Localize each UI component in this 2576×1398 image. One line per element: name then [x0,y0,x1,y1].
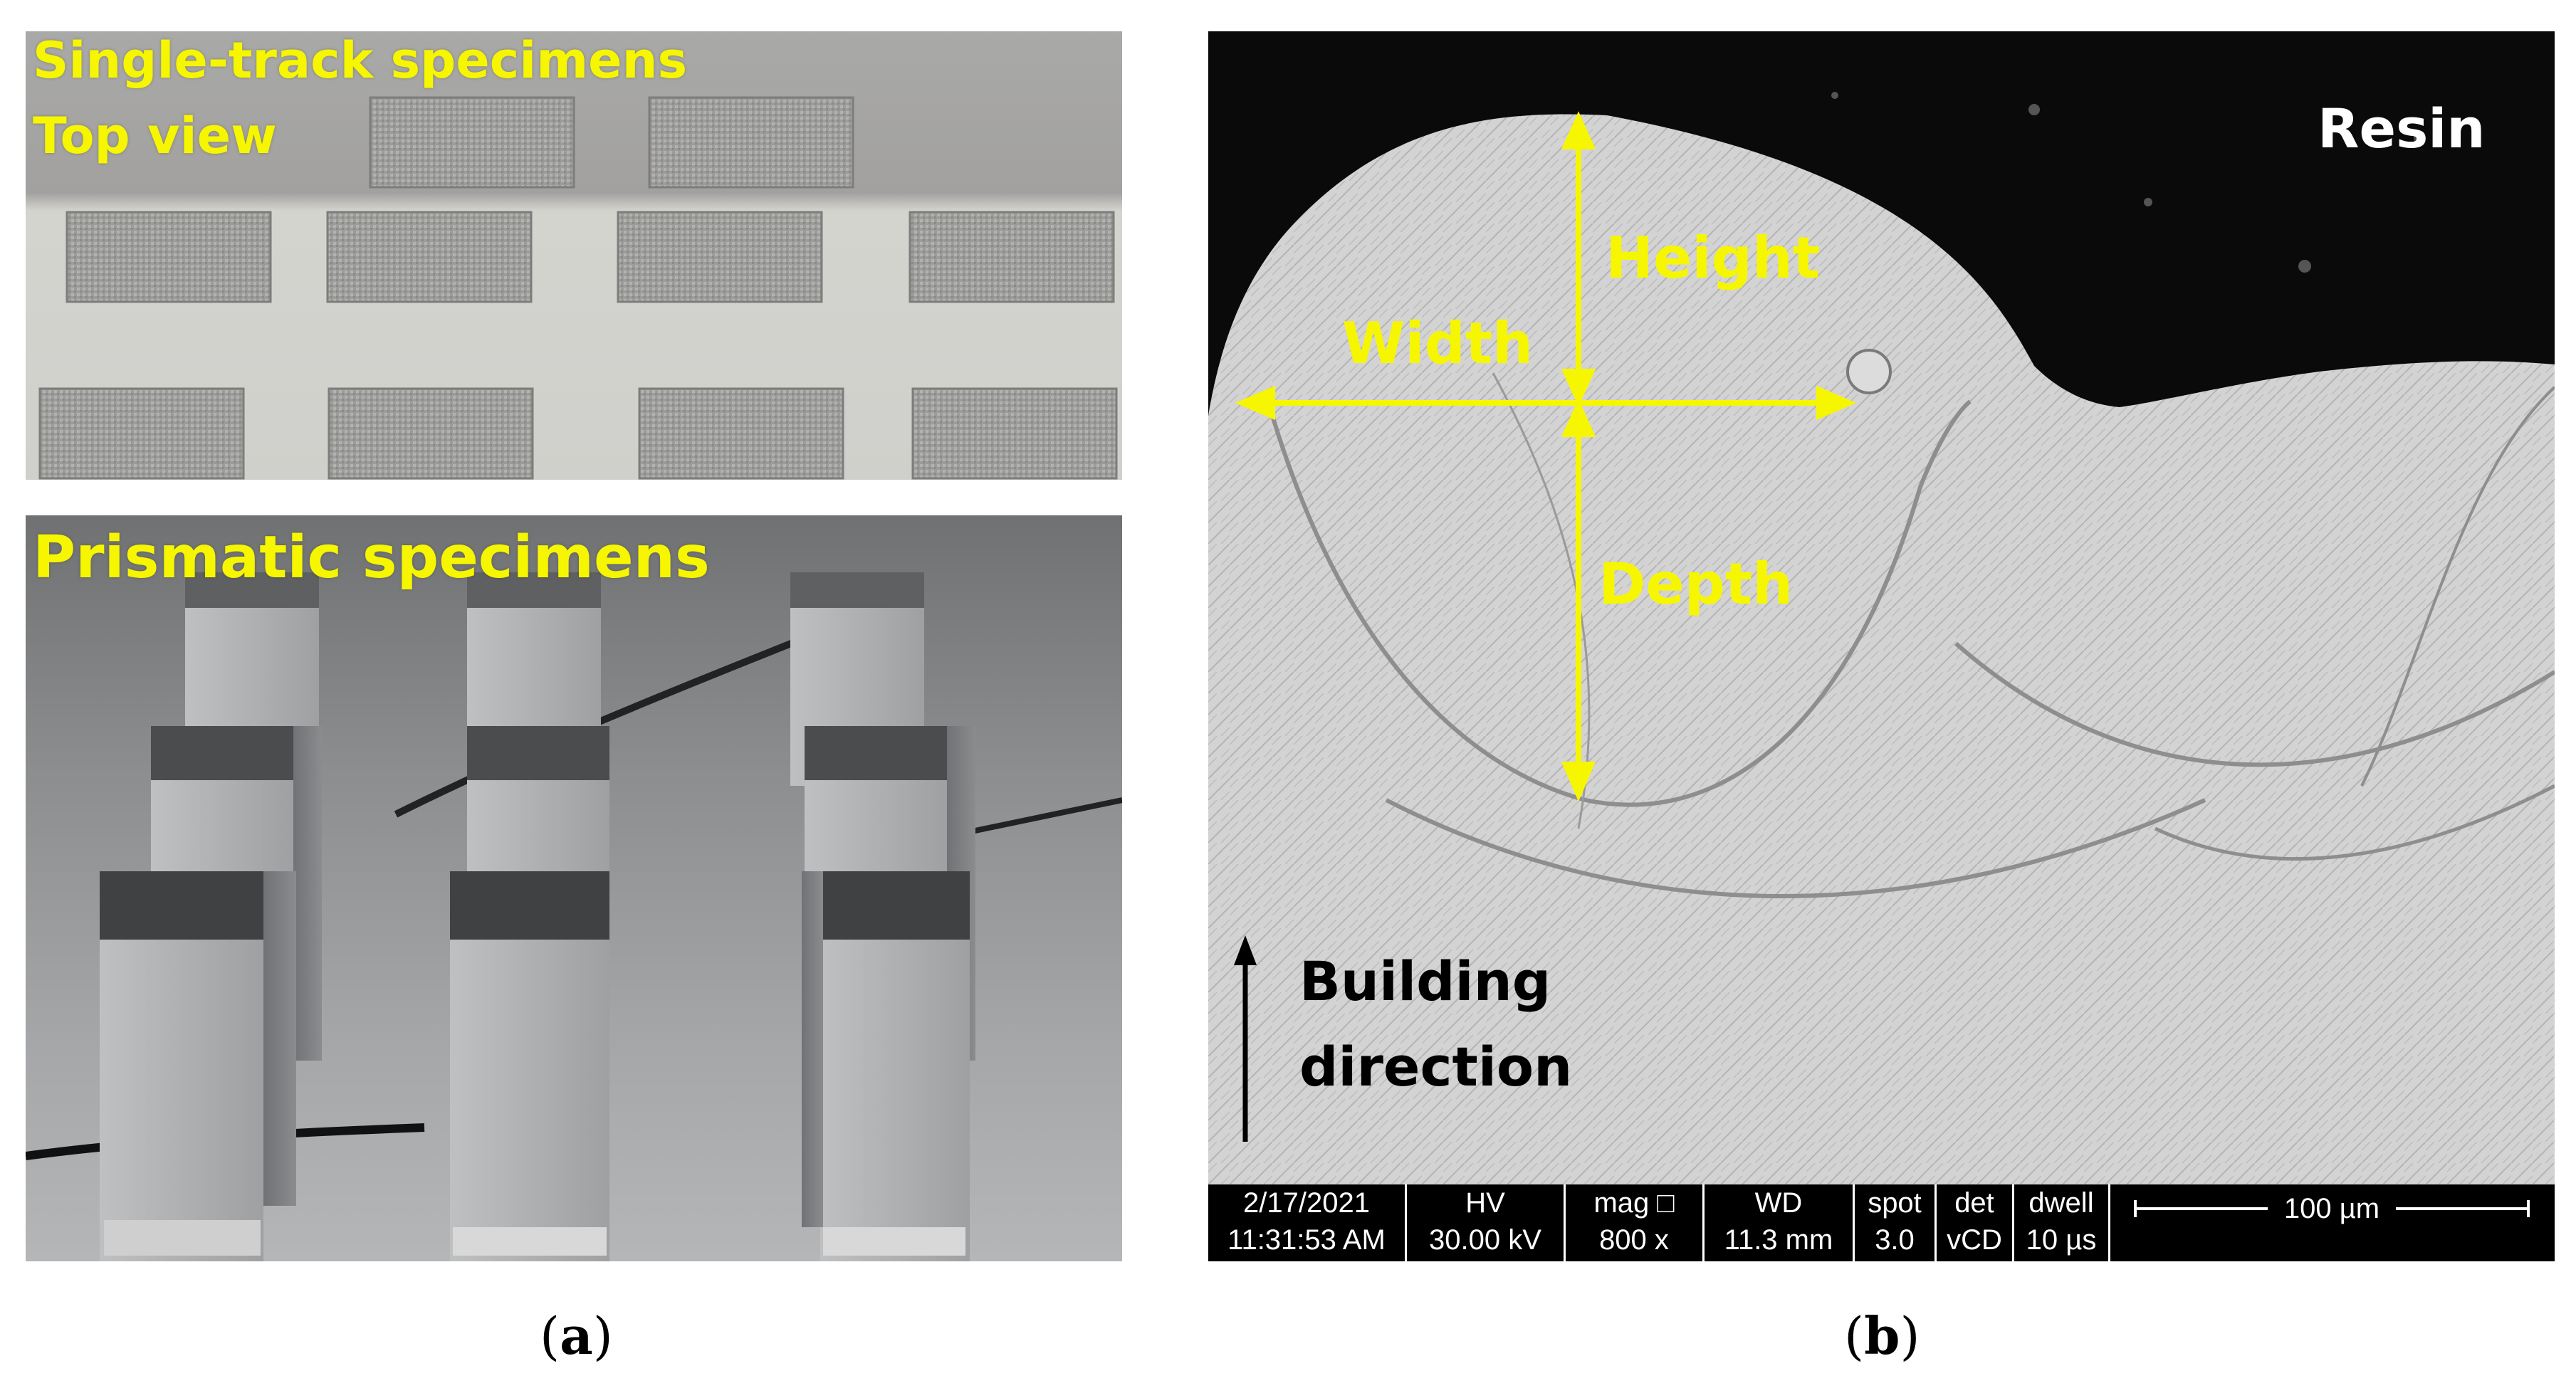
prismatic-photo: Prismatic specimens [26,515,1122,1261]
panel-letter-b: b [1864,1305,1900,1366]
building-direction-arrow [1234,935,1257,1142]
building-direction-line2: direction [1299,1035,1573,1098]
sem-micrograph: Resin Height Width Depth Building direct… [1208,31,2555,1261]
wd-value: 11.3 mm [1724,1224,1833,1256]
wd-cell: WD 11.3 mm [1705,1184,1855,1261]
spot-value: 3.0 [1875,1224,1915,1256]
det-cell: det vCD [1937,1184,2014,1261]
single-track-photo: Single-track specimens Top view [26,31,1122,480]
mag-value: 800 x [1599,1224,1669,1256]
mag-cell: mag □ 800 x [1566,1184,1705,1261]
det-value: vCD [1947,1224,2002,1256]
width-label: Width [1342,310,1534,377]
top-caption-line2: Top view [33,107,277,165]
prismatic-specimens-image [26,572,1122,1261]
scale-bar-label: 100 µm [2268,1190,2396,1227]
acquisition-time: 11:31:53 AM [1227,1224,1386,1256]
scale-bar: 100 µm [2134,1190,2530,1227]
sem-info-bar: 2/17/2021 11:31:53 AM HV 30.00 kV mag □ … [1208,1184,2555,1261]
bottom-caption: Prismatic specimens [33,524,710,592]
height-label: Height [1606,225,1821,291]
top-caption-line1: Single-track specimens [33,31,688,90]
hv-cell: HV 30.00 kV [1407,1184,1566,1261]
measurement-arrows [1235,111,1857,802]
panel-label-b: (b) [1844,1305,1920,1366]
dwell-cell: dwell 10 µs [2014,1184,2110,1261]
resin-label: Resin [2318,97,2486,160]
panel-letter-a: a [560,1305,593,1366]
sem-micrograph-image [1208,31,2555,1184]
dwell-value: 10 µs [2026,1224,2097,1256]
panel-label-a: (a) [540,1305,613,1366]
hv-value: 30.00 kV [1429,1224,1541,1256]
spot-cell: spot 3.0 [1855,1184,1937,1261]
date-time-cell: 2/17/2021 11:31:53 AM [1208,1184,1407,1261]
single-track-specimens-image [38,96,1118,480]
depth-label: Depth [1598,551,1794,617]
building-direction-line1: Building [1299,950,1551,1013]
acquisition-date: 2/17/2021 [1243,1187,1370,1219]
